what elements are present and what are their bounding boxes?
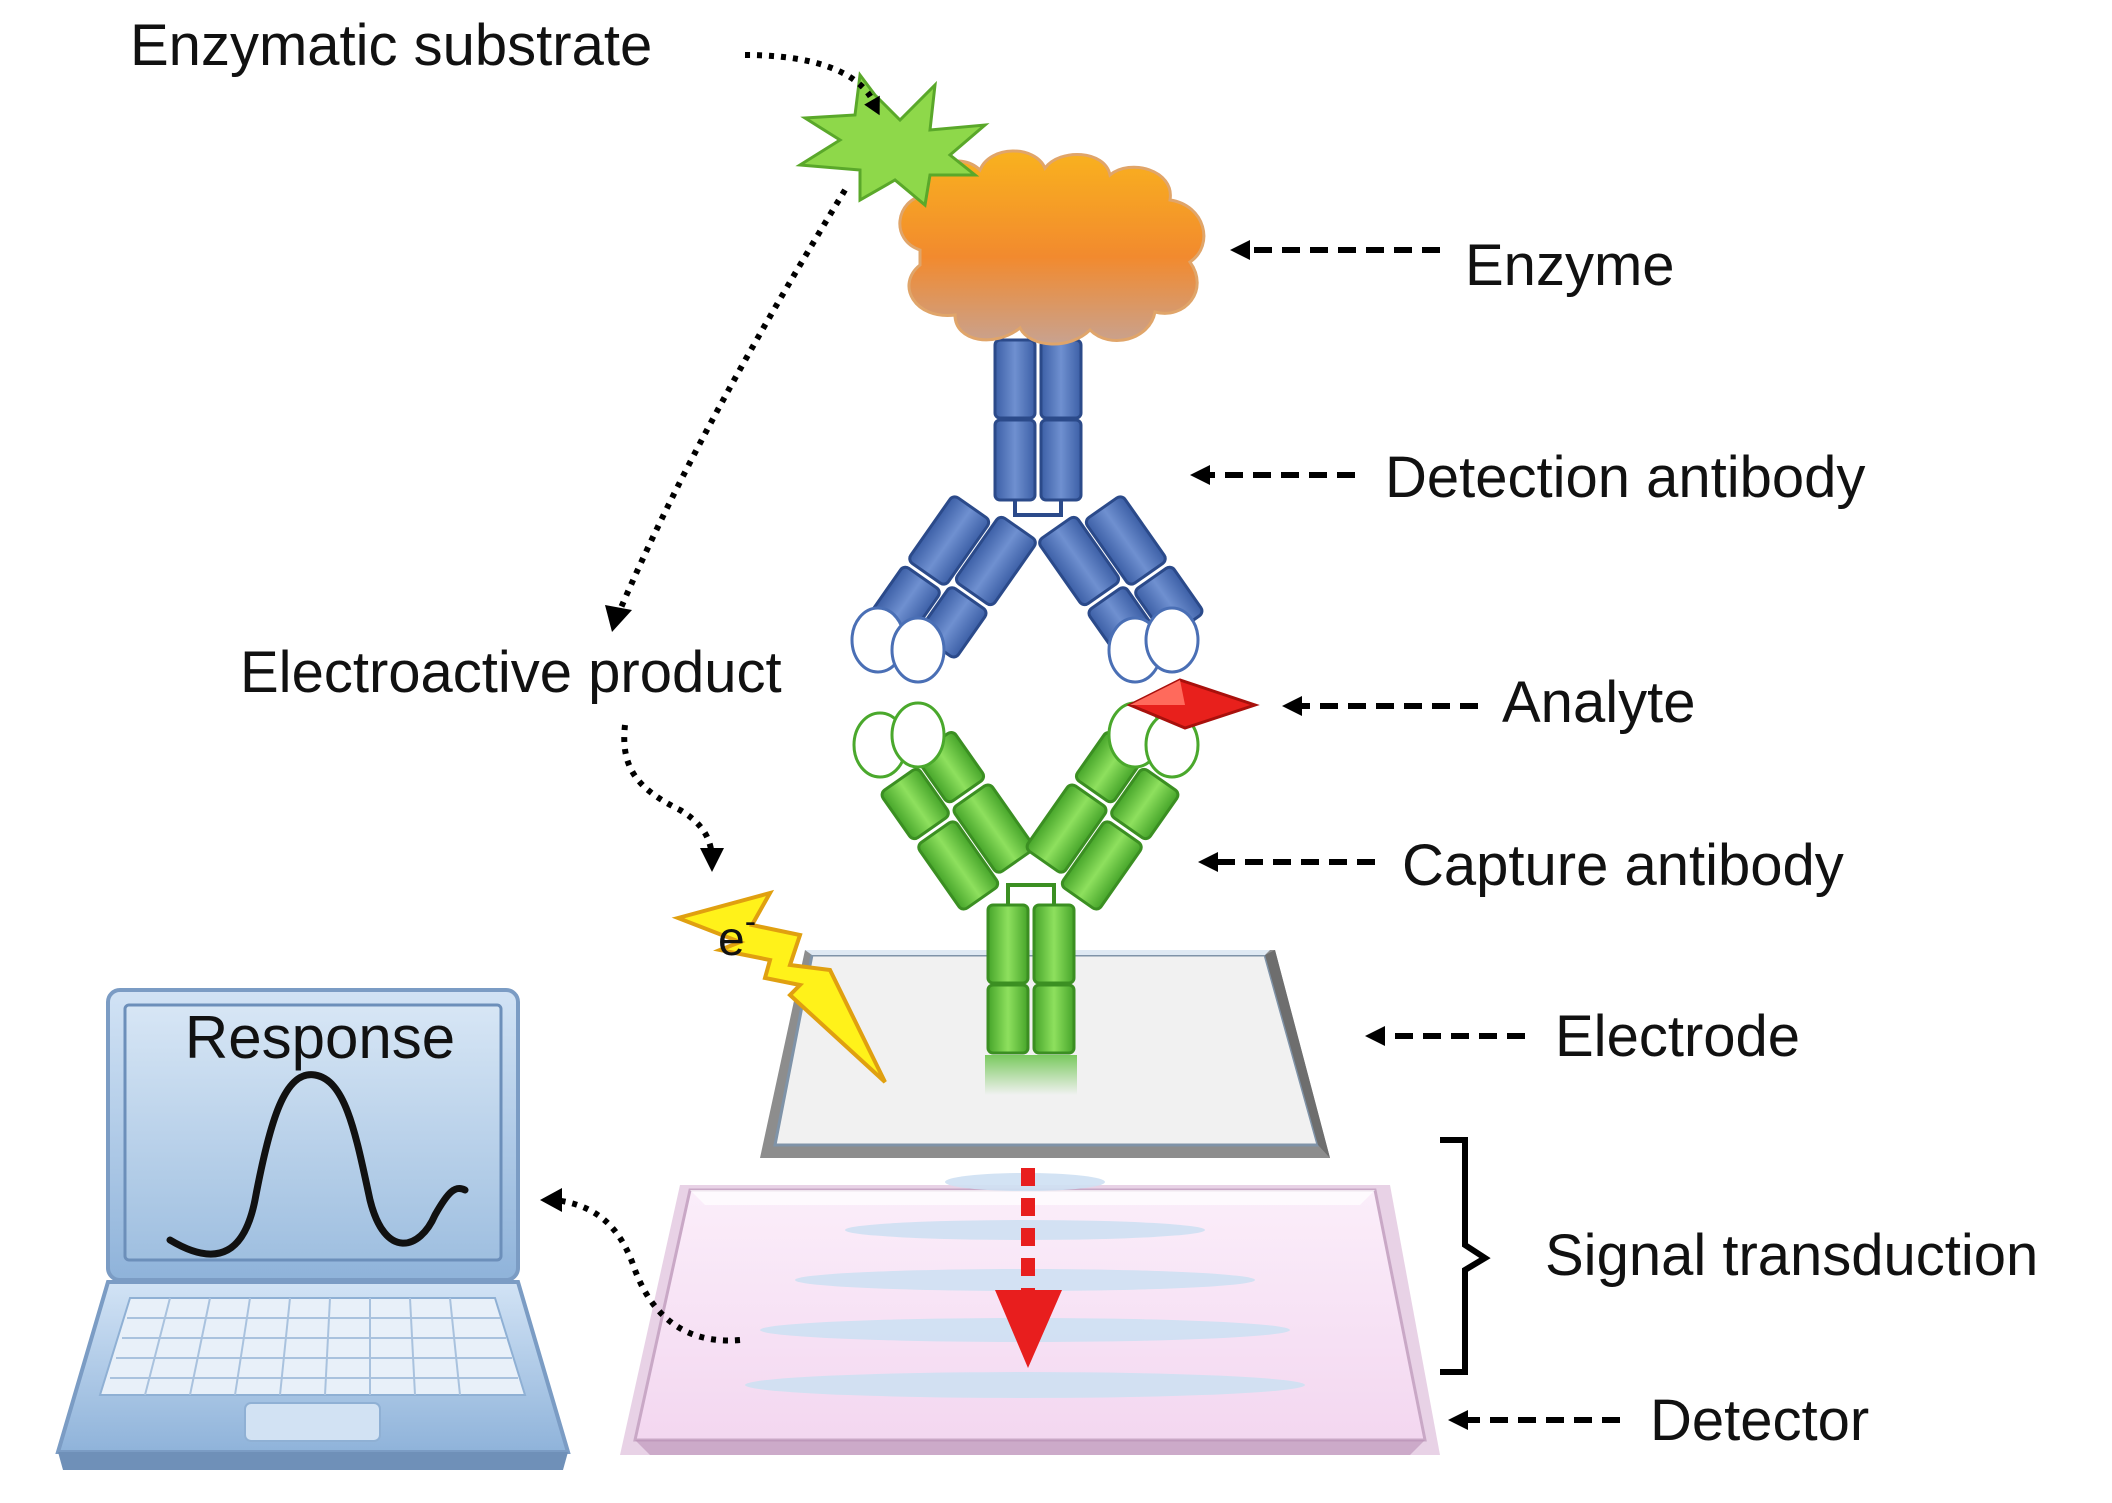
- analyte-diamond: [1126, 678, 1260, 730]
- electron-bolt: [671, 889, 887, 1084]
- electron-symbol: e-: [718, 903, 756, 966]
- label-enzyme: Enzyme: [1465, 233, 1675, 298]
- signal-arrow: [995, 1168, 1062, 1368]
- label-electrode: Electrode: [1555, 1004, 1800, 1069]
- response-label: Response: [185, 1004, 455, 1071]
- response-curve: [166, 1071, 469, 1258]
- label-electroactive-product: Electroactive product: [240, 640, 782, 705]
- label-detection-antibody: Detection antibody: [1385, 445, 1865, 510]
- pointer-arrows: [1190, 240, 1620, 1430]
- laptop: [55, 988, 571, 1470]
- substrate-star: [795, 71, 990, 208]
- capture-antibody: [852, 701, 1200, 1095]
- label-detector: Detector: [1650, 1388, 1869, 1453]
- flow-arrows: [540, 52, 880, 1344]
- label-enzymatic-substrate: Enzymatic substrate: [130, 13, 652, 78]
- electron-letter: e: [718, 913, 745, 966]
- electron-charge: -: [745, 903, 756, 941]
- label-analyte: Analyte: [1502, 670, 1695, 735]
- detection-antibody: [850, 338, 1206, 684]
- label-capture-antibody: Capture antibody: [1402, 833, 1844, 898]
- label-signal-transduction: Signal transduction: [1545, 1223, 2038, 1288]
- signal-transduction-bracket: [1440, 1137, 1491, 1375]
- enzyme-cloud: [898, 149, 1206, 346]
